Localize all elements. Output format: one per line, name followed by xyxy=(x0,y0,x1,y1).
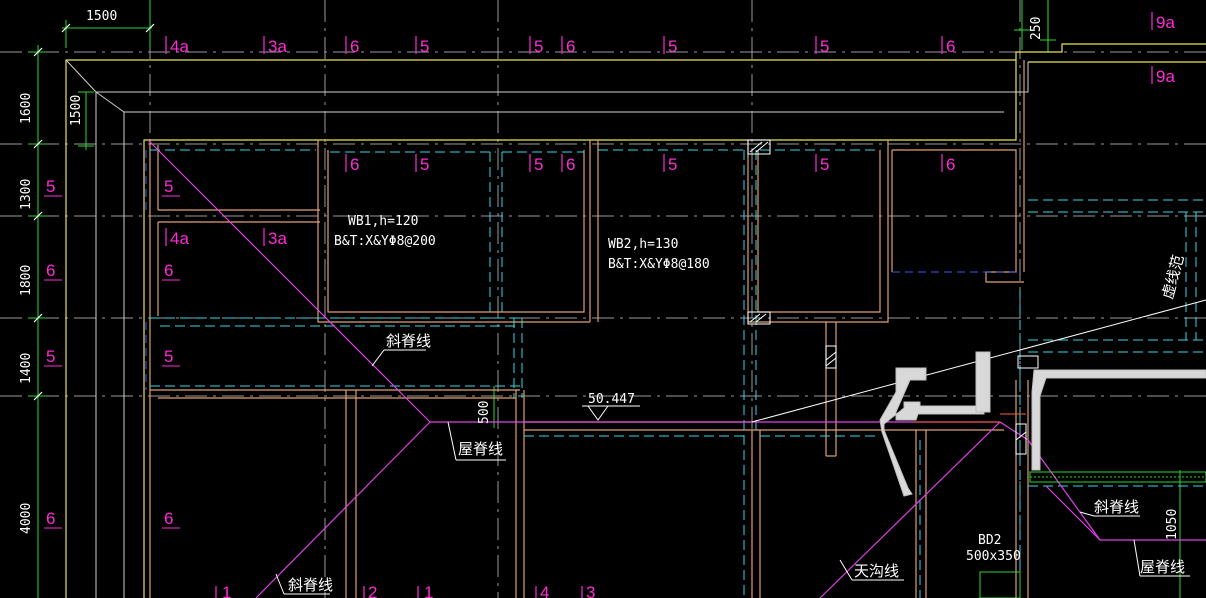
dim-1500: 1500 xyxy=(69,95,84,126)
mark-6-inner-1: 6 xyxy=(164,261,173,280)
mark-6-top-1: 6 xyxy=(350,37,359,56)
wb1-thickness: WB1,h=120 xyxy=(348,214,418,229)
mark-6-mid-3: 6 xyxy=(946,155,955,174)
mark-5-mid-1: 5 xyxy=(420,155,429,174)
dim-250: 250 xyxy=(1029,17,1044,40)
mark-6-mid-1: 6 xyxy=(350,155,359,174)
blue-dashed-edges xyxy=(145,150,1016,390)
beam-outlines xyxy=(149,60,1029,598)
mark-6-top-2: 6 xyxy=(566,37,575,56)
dim-1500-top: 1500 xyxy=(86,9,117,24)
mark-5-mid-4: 5 xyxy=(820,155,829,174)
dimension-lines-left xyxy=(28,0,1181,598)
label-roof-ridge-1: 屋脊线 xyxy=(458,440,503,458)
beam-label: BD2 xyxy=(978,533,1001,548)
beam-size: 500x350 xyxy=(966,549,1021,564)
mark-1-bottom-1: 1 xyxy=(222,583,231,598)
wb1-reinforcement: B&T:X&YΦ8@200 xyxy=(334,234,436,249)
mark-5-left-2: 5 xyxy=(46,347,55,366)
mark-5-top-1: 5 xyxy=(420,37,429,56)
mark-4a-top: 4a xyxy=(170,37,189,56)
mark-1-bottom-2: 1 xyxy=(424,583,433,598)
mark-6-left-2: 6 xyxy=(46,509,55,528)
section-mark-bars xyxy=(165,12,1153,598)
dim-1400: 1400 xyxy=(19,353,34,384)
mark-9a-1: 9a xyxy=(1156,13,1175,32)
slab-edge-right xyxy=(914,413,1026,423)
eave-lines xyxy=(65,59,1029,598)
label-dashed-partial: 虚线范 xyxy=(1158,253,1187,301)
elevation-value: 50.447 xyxy=(588,392,635,407)
slab-dashed-edges xyxy=(150,149,1206,598)
dimension-ticks xyxy=(33,23,155,401)
elevation-marker xyxy=(582,405,640,421)
mark-6-inner-2: 6 xyxy=(164,509,173,528)
dim-4000: 4000 xyxy=(19,503,34,534)
mark-6-left-1: 6 xyxy=(46,261,55,280)
label-ridge-diag-3: 斜脊线 xyxy=(288,576,333,594)
column-blocks xyxy=(747,139,1039,455)
dim-1050: 1050 xyxy=(1165,509,1180,540)
mark-4a-mid: 4a xyxy=(170,229,189,248)
mark-6-top-3: 6 xyxy=(946,37,955,56)
hatched-band xyxy=(979,471,1206,598)
label-ridge-diag-2: 斜脊线 xyxy=(1094,498,1139,516)
wb2-thickness: WB2,h=130 xyxy=(608,237,678,252)
ridge-lines xyxy=(147,139,1206,598)
mark-5-mid-3: 5 xyxy=(668,155,677,174)
mark-5-inner-2: 5 xyxy=(164,347,173,366)
left-mark-underlines xyxy=(44,195,180,529)
mark-6-mid-2: 6 xyxy=(566,155,575,174)
dim-1800: 1800 xyxy=(19,265,34,296)
mark-3a-top: 3a xyxy=(268,37,287,56)
mark-4-bottom: 4 xyxy=(540,583,549,598)
mark-5-top-4: 5 xyxy=(820,37,829,56)
label-gutter: 天沟线 xyxy=(854,562,899,580)
mark-5-mid-2: 5 xyxy=(534,155,543,174)
dim-1600: 1600 xyxy=(19,93,34,124)
label-ridge-diag-1: 斜脊线 xyxy=(386,332,431,350)
mark-3-bottom: 3 xyxy=(586,583,595,598)
mark-9a-2: 9a xyxy=(1156,67,1175,86)
dim-1300: 1300 xyxy=(19,179,34,210)
mark-2-bottom: 2 xyxy=(368,583,377,598)
parapet-wall xyxy=(879,351,1206,497)
mark-5-top-2: 5 xyxy=(534,37,543,56)
wb2-reinforcement: B&T:X&YΦ8@180 xyxy=(608,257,710,272)
label-roof-ridge-2: 屋脊线 xyxy=(1140,558,1185,576)
dim-500: 500 xyxy=(477,401,492,424)
mark-5-inner-1: 5 xyxy=(164,177,173,196)
roof-edge-lines xyxy=(65,43,1206,598)
mark-5-top-3: 5 xyxy=(668,37,677,56)
mark-3a-mid: 3a xyxy=(268,229,287,248)
mark-5-left-1: 5 xyxy=(46,177,55,196)
